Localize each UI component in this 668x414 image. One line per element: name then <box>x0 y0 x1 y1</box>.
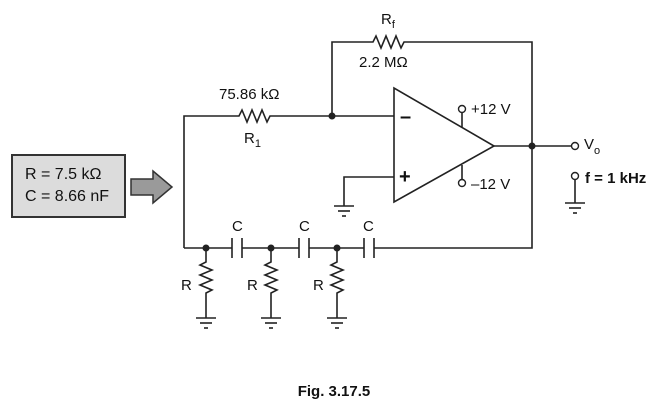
capacitor-2 <box>298 238 310 258</box>
res-label-2: R <box>247 277 258 294</box>
vneg-terminal <box>457 178 467 188</box>
resistor-shunt-2 <box>262 248 280 318</box>
resistor-value-text: R = 7.5 kΩ <box>25 166 102 183</box>
vpos-label: +12 V <box>471 101 511 118</box>
feedback-wires <box>331 41 533 146</box>
res-label-3: R <box>313 277 324 294</box>
vo-terminal <box>570 141 580 151</box>
resistor-shunt-3 <box>328 248 346 318</box>
rf-value: 2.2 MΩ <box>359 54 408 71</box>
cap-label-1: C <box>232 218 243 235</box>
junction-node <box>328 112 336 120</box>
vo-label: Vo <box>584 136 600 157</box>
capacitor-1 <box>231 238 243 258</box>
ground-icon <box>327 317 347 329</box>
rf-label: Rf <box>381 11 396 31</box>
capacitor-3 <box>363 238 375 258</box>
resistor-rf <box>370 33 410 51</box>
resistor-shunt-1 <box>197 248 215 318</box>
ground-icon <box>196 317 216 329</box>
cap-label-2: C <box>299 218 310 235</box>
r1-value: 75.86 kΩ <box>219 86 279 103</box>
cap-label-3: C <box>363 218 374 235</box>
figure-caption: Fig. 3.17.5 <box>297 383 371 400</box>
r1-label: R1 <box>244 130 261 150</box>
ground-icon <box>261 317 281 329</box>
capacitor-value-text: C = 8.66 nF <box>25 188 110 205</box>
component-values-box: R = 7.5 kΩ C = 8.66 nF <box>11 154 126 218</box>
vneg-label: –12 V <box>471 176 510 193</box>
res-label-1: R <box>181 277 192 294</box>
ground-icon <box>334 205 354 217</box>
plus-input-wire <box>343 176 394 206</box>
ground-terminal <box>570 171 580 181</box>
ground-icon <box>565 202 585 214</box>
frequency-label: f = 1 kHz <box>585 170 646 187</box>
resistor-r1 <box>236 107 272 125</box>
opamp-triangle <box>393 86 496 204</box>
plus-sign: + <box>399 166 411 188</box>
minus-sign: – <box>400 106 411 128</box>
arrow-icon <box>130 169 174 205</box>
vpos-terminal <box>457 104 467 114</box>
